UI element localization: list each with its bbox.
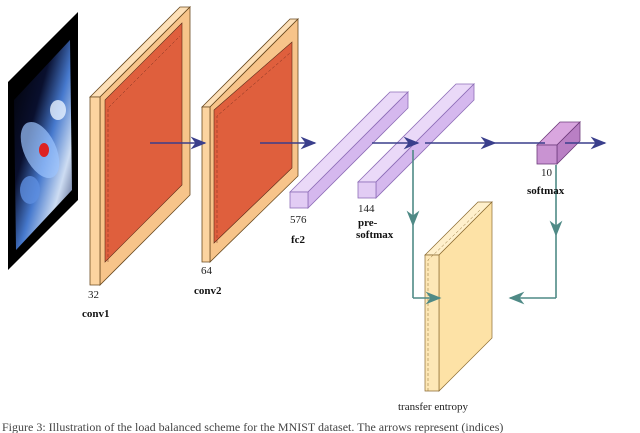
presoftmax-name-label-1: pre-	[358, 217, 378, 229]
transfer-entropy-arrows	[406, 150, 563, 305]
presoftmax-bar	[357, 83, 475, 199]
conv2-block	[201, 18, 299, 263]
transfer-entropy-panel	[424, 201, 493, 392]
figure-caption: Figure 3: Illustration of the load balan…	[2, 420, 504, 433]
transfer-entropy-label: transfer entropy	[398, 401, 468, 413]
conv2-name-label: conv2	[194, 285, 222, 297]
conv1-block	[89, 6, 191, 286]
softmax-name-label: softmax	[527, 185, 565, 197]
input-image	[8, 12, 78, 270]
fc2-size-label: 576	[290, 214, 307, 226]
fc2-name-label: fc2	[291, 234, 306, 246]
presoftmax-size-label: 144	[358, 203, 375, 215]
conv1-name-label: conv1	[82, 308, 110, 320]
softmax-size-label: 10	[541, 167, 553, 179]
presoftmax-name-label-2: softmax	[356, 229, 394, 241]
conv2-size-label: 64	[201, 265, 213, 277]
fc2-bar	[289, 91, 409, 209]
conv1-size-label: 32	[88, 289, 99, 301]
